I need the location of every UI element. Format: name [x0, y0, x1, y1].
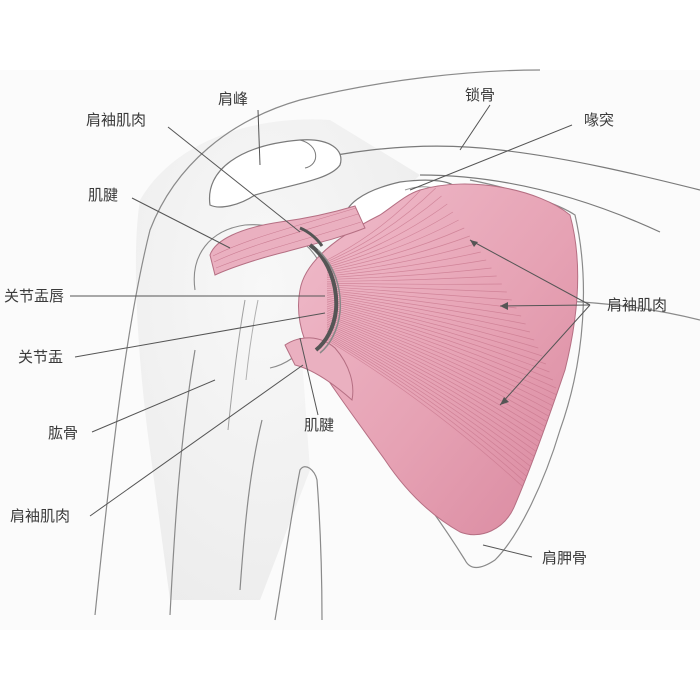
leader-lines — [70, 104, 591, 558]
muscle-fiber — [326, 203, 448, 266]
glenoid-labrum — [308, 243, 339, 352]
muscle-fiber — [326, 282, 502, 285]
muscle-fiber — [326, 296, 539, 349]
muscle-fiber — [326, 259, 487, 279]
muscle-fiber — [326, 187, 437, 263]
muscle-fiber — [326, 307, 560, 397]
muscle-fiber — [326, 235, 470, 273]
label-clavicle: 锁骨 — [465, 86, 496, 104]
acromion-bone — [208, 139, 342, 208]
label-rotator-cuff-bottom: 肩袖肌肉 — [10, 507, 71, 525]
muscle-fiber — [326, 184, 431, 261]
muscle-fiber — [326, 304, 554, 381]
muscle-fiber — [326, 227, 465, 272]
muscle-fiber — [326, 305, 557, 389]
muscle-fiber — [326, 298, 543, 357]
muscle-fiber — [326, 243, 476, 275]
scapula-bone — [389, 179, 584, 569]
leader-arrowheads — [470, 240, 509, 405]
muscle-fiber — [326, 291, 526, 325]
muscle-fiber — [326, 251, 481, 277]
muscle-fiber — [326, 295, 535, 341]
muscle-fiber — [326, 219, 459, 270]
muscle-fiber — [326, 313, 568, 421]
tendon-band — [209, 205, 366, 276]
label-rotator-cuff-top: 肩袖肌肉 — [86, 111, 147, 129]
muscle-fiber — [326, 302, 550, 373]
muscle-fiber — [326, 300, 547, 365]
glenoid-surface — [317, 249, 342, 354]
muscle-fiber — [326, 309, 563, 405]
muscle-fiber — [326, 288, 517, 309]
clavicle-bone-lower — [419, 174, 661, 233]
muscle-fiber — [326, 318, 574, 445]
label-tendon-center: 肌腱 — [304, 416, 335, 434]
muscle-fiber — [326, 293, 531, 333]
muscle-fiber — [326, 314, 570, 429]
label-rotator-cuff-right: 肩袖肌肉 — [607, 296, 668, 314]
label-glenoid: 关节盂 — [18, 348, 64, 366]
tendon-band-lower — [284, 337, 354, 401]
muscle-fiber — [326, 211, 454, 268]
label-scapula: 肩胛骨 — [542, 549, 588, 567]
label-acromion: 肩峰 — [218, 90, 249, 108]
label-glenoid-labrum: 关节盂唇 — [4, 287, 65, 305]
label-tendon-left: 肌腱 — [88, 186, 119, 204]
muscle-fiber — [326, 267, 492, 280]
muscle-fiber — [326, 195, 442, 264]
muscle-fiber — [326, 316, 572, 437]
muscle-fiber — [326, 275, 497, 282]
label-humerus: 肱骨 — [48, 424, 79, 442]
muscle-fiber — [326, 289, 522, 317]
skin-outline — [94, 69, 700, 621]
muscle-fiber — [326, 286, 512, 301]
muscle-fiber — [326, 311, 565, 413]
muscle-fiber — [326, 284, 507, 293]
label-coracoid: 喙突 — [584, 111, 615, 129]
